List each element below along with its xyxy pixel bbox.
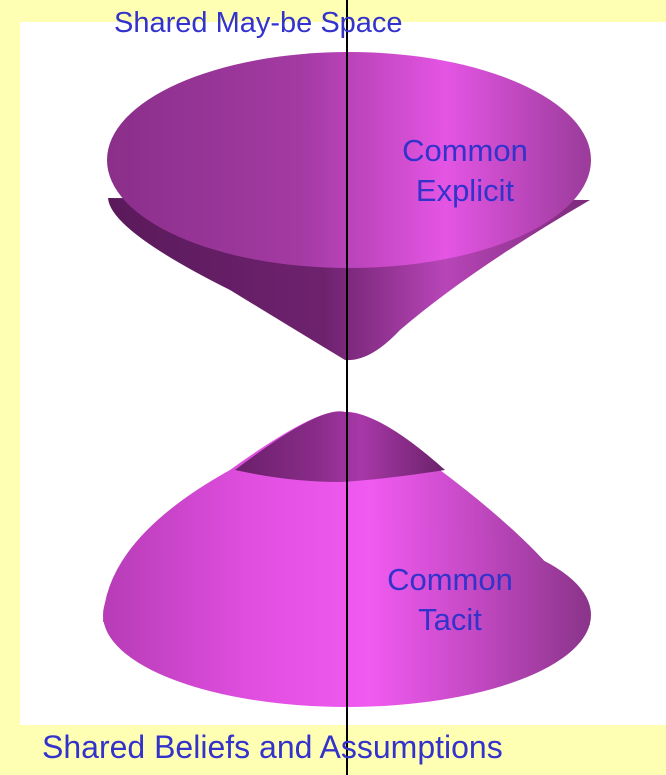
- lower-cone-label-line2: Tacit: [418, 602, 482, 637]
- top-label: Shared May-be Space: [114, 7, 403, 39]
- lower-cone-apex: [235, 411, 445, 482]
- lower-cone-label-line1: Common: [387, 562, 513, 597]
- upper-cone-label-line1: Common: [402, 133, 528, 168]
- bottom-label: Shared Beliefs and Assumptions: [42, 729, 503, 765]
- upper-cone-top: [107, 52, 591, 268]
- upper-cone-label-line2: Explicit: [415, 173, 515, 208]
